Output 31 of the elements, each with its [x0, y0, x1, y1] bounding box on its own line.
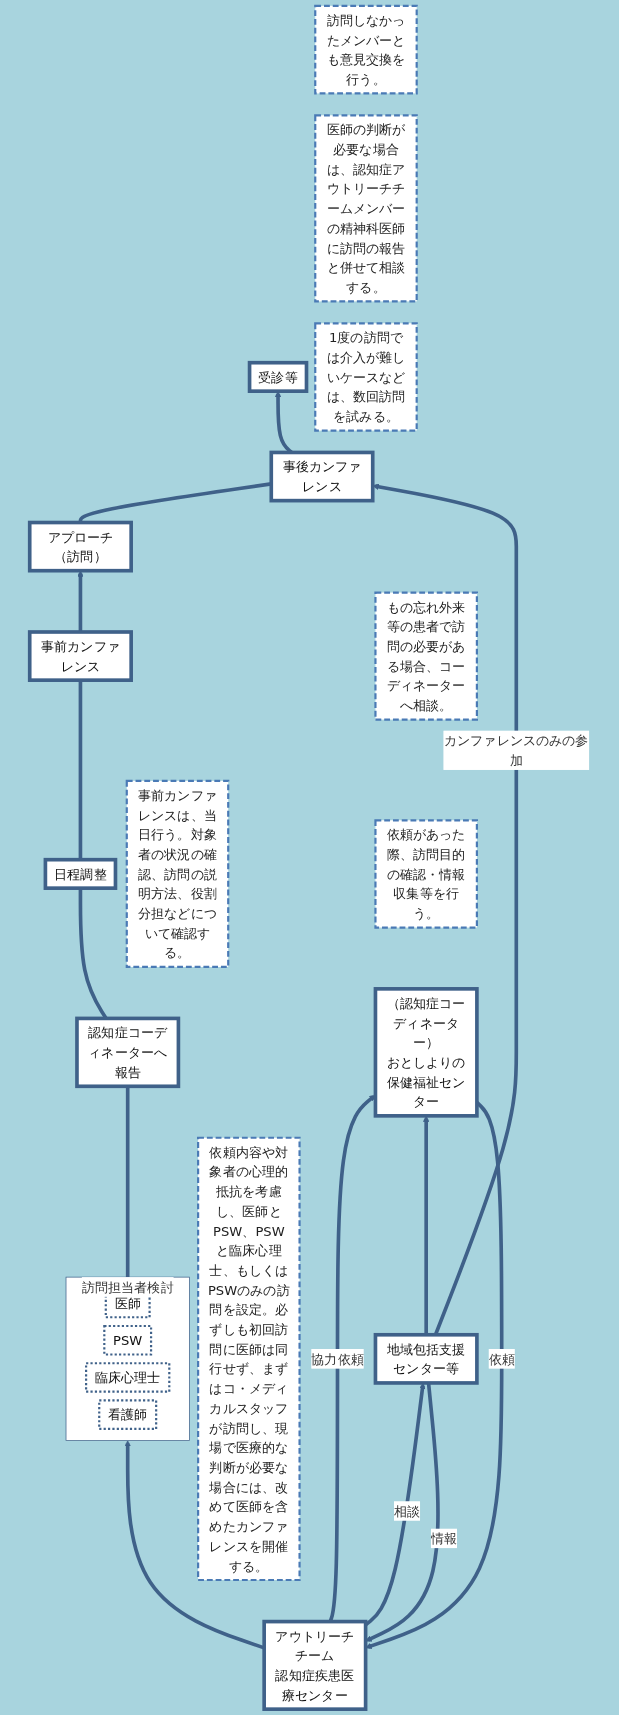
node-box: 認知症コーディネーターへ報告 — [75, 1016, 181, 1089]
edge-label: 協力依頼 — [311, 1351, 364, 1367]
connector — [78, 680, 83, 860]
edge-label: 依頼 — [488, 1351, 515, 1367]
arrow — [422, 1115, 430, 1335]
node-box: 医師の判断が必要な場合は、認知症アウトリーチチームメンバーの精神科医師に訪問の報告と併せて相談する。 — [314, 114, 418, 303]
node-box: 事後カンファレンス — [269, 450, 375, 503]
node-box: 日程調整 — [43, 857, 118, 890]
node-box: 事前カンファレンスは、当日行う。対象者の状況の確認、訪問の説明方法、役割分担などについて確認する。 — [125, 779, 230, 969]
node-box: 1度の訪問では介入が難しいケースなどは、数回訪問を試みる。 — [314, 322, 418, 432]
node-box: 依頼があった際、訪問目的の確認・情報収集等を行う。 — [374, 819, 478, 929]
node-box: 訪問しなかったメンバーとも意見交換を行う。 — [314, 4, 418, 95]
node-box: PSW — [103, 1324, 153, 1356]
node-box: 臨床心理士 — [85, 1362, 171, 1393]
node-box: 事前カンファレンス — [27, 630, 133, 682]
arrow — [364, 1382, 426, 1627]
edge-label: 情報 — [430, 1530, 458, 1547]
node-box: 地域包括支援センター等 — [373, 1332, 479, 1385]
arrow — [77, 570, 84, 632]
edge-label: 相談 — [393, 1503, 421, 1519]
node-box: もの忘れ外来等の患者で訪問の必要がある場合、コーディネーターへ相談。 — [374, 591, 478, 721]
arrow — [365, 1101, 504, 1649]
node-box: 受診等 — [247, 360, 309, 393]
node-box: 依頼内容や対象者の心理的抵抗を考慮し、医師とPSW、PSWと臨床心理士、もしくはPSWのみの訪問を設定。必ずしも初回訪問に医師は同行せず、まずはコ・メディカルスタッフが訪問し、現場で医療的な判断が必要な場合には、改めて医師を含めたカンファレンスを開催する。 — [197, 1136, 301, 1582]
node-box: アウトリーチチーム 認知症疾患医療センター — [262, 1619, 368, 1711]
node-box: 看護師 — [98, 1399, 158, 1430]
edge-label: カンファレンスのみの参加 — [444, 732, 589, 768]
node-box: アプローチ（訪問） — [27, 520, 133, 573]
connector — [125, 1086, 130, 1278]
arrow — [365, 1382, 440, 1642]
node-box: （認知症コーディネーター） おとしよりの保健福祉センター — [373, 987, 479, 1118]
